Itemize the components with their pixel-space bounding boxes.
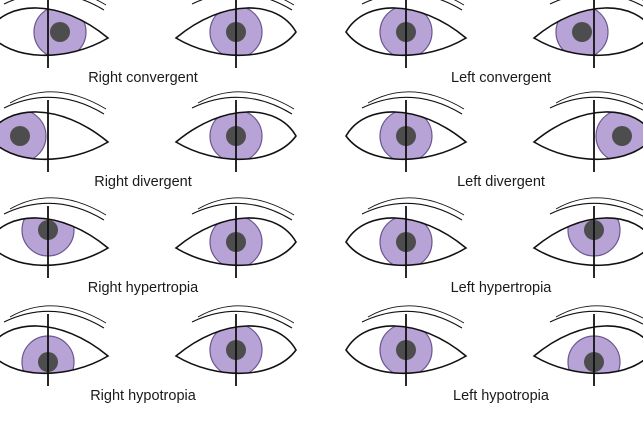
left-eye [174, 91, 297, 172]
eyebrow-line [549, 0, 643, 7]
iris-group [33, 7, 87, 56]
eyebrow-line [361, 0, 463, 11]
left-eye [174, 305, 297, 386]
eye-outline [532, 7, 643, 57]
iris-group [0, 111, 47, 160]
eyebrow-line [367, 305, 465, 324]
right-eye [0, 197, 110, 278]
eyebrow-line [549, 96, 643, 111]
eye-outline [345, 217, 468, 267]
eyebrow-line [361, 202, 463, 221]
eyebrow-line [283, 0, 295, 6]
eyebrow-line [367, 91, 465, 110]
right-eye [0, 0, 110, 68]
right-eye [345, 197, 468, 278]
eyebrow-line [555, 91, 643, 105]
eyebrow-line [361, 310, 463, 329]
eyebrow-line [3, 0, 105, 11]
eyebrow-line [191, 0, 293, 11]
eyebrow-line [361, 96, 463, 115]
eyebrow-line [191, 310, 293, 329]
eyebrow-line [453, 0, 465, 6]
left-eye [174, 197, 297, 278]
left-eye [532, 305, 643, 386]
iris-group [595, 111, 643, 160]
pupil [10, 126, 30, 146]
eyebrow-line [197, 91, 295, 110]
right-eye [345, 91, 468, 172]
iris-group [555, 7, 609, 56]
eyebrow-line [555, 305, 643, 319]
left-eye [174, 0, 297, 68]
eyebrow-line [555, 197, 643, 211]
eyebrow-line [549, 202, 643, 217]
eyebrow-line [197, 197, 295, 216]
eyebrow-line [641, 0, 643, 1]
eye-outline [345, 7, 468, 57]
eyebrow-line [3, 202, 105, 221]
eye-outline [0, 111, 110, 161]
pupil [50, 22, 70, 42]
caption-right-convergent: Right convergent [88, 70, 198, 86]
panel-left-convergent: Left convergent [345, 0, 643, 86]
eye-outline [345, 111, 468, 161]
eye-outline [532, 325, 643, 375]
eye-outline [0, 7, 110, 57]
eye-outline [174, 111, 297, 161]
left-eye [532, 91, 643, 172]
eyebrow-line [191, 96, 293, 115]
eye-outline [0, 325, 110, 375]
panel-left-hypotropia: Left hypotropia [345, 305, 643, 404]
pupil [572, 22, 592, 42]
eyebrow-line [191, 202, 293, 221]
eye-outline [532, 217, 643, 267]
right-eye [0, 91, 110, 172]
eyebrow-line [95, 0, 107, 6]
eyebrow-line [3, 310, 105, 329]
eye-outline [174, 325, 297, 375]
eyebrow-line [549, 310, 643, 325]
eyebrow-line [9, 197, 107, 216]
eyebrow-line [9, 91, 107, 110]
eyebrow-line [3, 96, 105, 115]
eye-outline [532, 111, 643, 161]
eye-outline [345, 325, 468, 375]
left-eye [532, 0, 643, 68]
right-eye [345, 305, 468, 386]
panel-left-hypertropia: Left hypertropia [345, 197, 643, 296]
right-eye [345, 0, 468, 68]
eyebrow-line [197, 305, 295, 324]
panel-right-divergent: Right divergent [0, 91, 297, 190]
pupil [612, 126, 632, 146]
caption-right-hypotropia: Right hypotropia [90, 388, 197, 404]
caption-right-divergent: Right divergent [94, 174, 192, 190]
panel-right-hypertropia: Right hypertropia [0, 197, 297, 296]
caption-left-hypertropia: Left hypertropia [451, 280, 553, 296]
left-eye [532, 197, 643, 278]
right-eye [0, 305, 110, 386]
caption-left-divergent: Left divergent [457, 174, 545, 190]
caption-right-hypertropia: Right hypertropia [88, 280, 199, 296]
panel-right-hypotropia: Right hypotropia [0, 305, 297, 404]
panel-left-divergent: Left divergent [345, 91, 643, 190]
panel-right-convergent: Right convergent [0, 0, 297, 86]
caption-left-hypotropia: Left hypotropia [453, 388, 550, 404]
eye-outline [0, 217, 110, 267]
eye-outline [174, 7, 297, 57]
eyebrow-line [9, 305, 107, 324]
caption-left-convergent: Left convergent [451, 70, 551, 86]
eyebrow-line [367, 197, 465, 216]
eye-outline [174, 217, 297, 267]
